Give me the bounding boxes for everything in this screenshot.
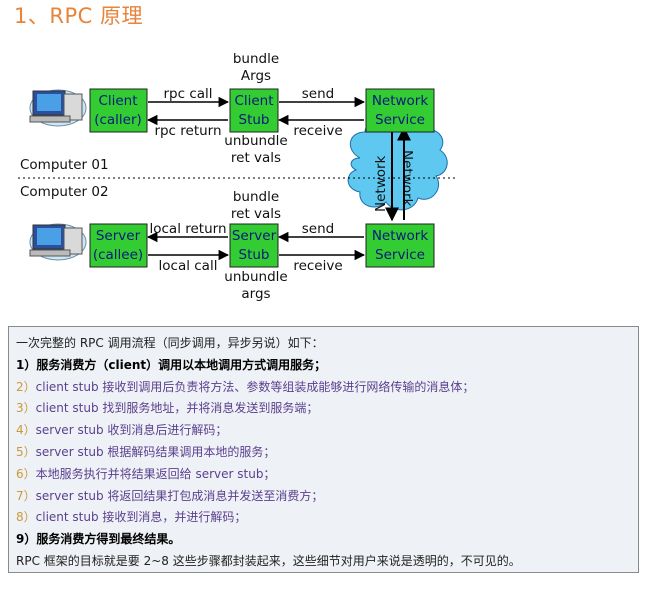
network-service-top-box bbox=[365, 88, 435, 133]
svg-text:Client: Client bbox=[98, 93, 137, 109]
svg-text:Network: Network bbox=[372, 93, 429, 109]
section-heading: 1、RPC 原理 bbox=[14, 4, 143, 28]
server-stub-box bbox=[229, 223, 279, 268]
label-bundle: bundle bbox=[233, 51, 279, 67]
svg-text:(callee): (callee) bbox=[93, 247, 143, 263]
label-unbundle-2: unbundle bbox=[224, 269, 287, 285]
client-box bbox=[89, 88, 148, 133]
cloud-label-left: Network bbox=[373, 155, 389, 212]
panel-summary: RPC 框架的目标就是要 2~8 这些步骤都封装起来，这些细节对用户来说是透明的… bbox=[16, 553, 521, 568]
rpc-diagram: Network Network Client (caller) Client S… bbox=[18, 51, 458, 302]
computer-icon bbox=[29, 89, 87, 127]
step-8: 8）client stub 接收到消息，并进行解码； bbox=[16, 510, 247, 525]
step-6: 6）本地服务执行并将结果返回给 server stub； bbox=[16, 466, 276, 481]
svg-text:Client: Client bbox=[234, 93, 273, 109]
computer-icon bbox=[29, 223, 87, 261]
step-5: 5）server stub 根据解码结果调用本地的服务； bbox=[16, 444, 276, 459]
svg-text:Service: Service bbox=[375, 247, 425, 263]
svg-text:Network: Network bbox=[372, 228, 429, 244]
label-local-return: local return bbox=[149, 221, 226, 237]
label-ret-vals-2: ret vals bbox=[231, 206, 281, 222]
rpc-steps-panel: 一次完整的 RPC 调用流程（同步调用，异步另说）如下： 1）服务消费方（cli… bbox=[8, 326, 639, 573]
label-rpc-call: rpc call bbox=[163, 86, 212, 102]
svg-text:Service: Service bbox=[375, 112, 425, 128]
step-9: 9）服务消费方得到最终结果。 bbox=[16, 532, 181, 547]
step-3: 3）client stub 找到服务地址，并将消息发送到服务端； bbox=[16, 401, 319, 416]
svg-text:Server: Server bbox=[232, 228, 277, 244]
label-receive-top: receive bbox=[293, 123, 342, 139]
label-args: Args bbox=[241, 68, 271, 84]
label-args-2: args bbox=[241, 286, 270, 302]
svg-text:Stub: Stub bbox=[239, 112, 270, 128]
step-7: 7）server stub 将返回结果打包成消息并发送至消费方； bbox=[16, 488, 324, 503]
label-computer-02: Computer 02 bbox=[20, 184, 109, 200]
network-service-bottom-box bbox=[365, 223, 435, 268]
label-ret-vals: ret vals bbox=[231, 150, 281, 166]
cloud-label-right: Network bbox=[399, 150, 415, 207]
label-send-top: send bbox=[302, 86, 334, 102]
step-4: 4）server stub 收到消息后进行解码； bbox=[16, 423, 228, 438]
step-1: 1）服务消费方（client）调用以本地调用方式调用服务； bbox=[16, 357, 327, 372]
label-receive-bottom: receive bbox=[293, 258, 342, 274]
server-box bbox=[89, 223, 148, 268]
svg-text:(caller): (caller) bbox=[94, 112, 142, 128]
label-unbundle: unbundle bbox=[224, 133, 287, 149]
svg-text:Stub: Stub bbox=[239, 247, 270, 263]
step-2: 2）client stub 接收到调用后负责将方法、参数等组装成能够进行网络传输… bbox=[16, 379, 475, 394]
label-computer-01: Computer 01 bbox=[20, 157, 109, 173]
panel-intro: 一次完整的 RPC 调用流程（同步调用，异步另说）如下： bbox=[16, 336, 324, 350]
svg-text:Server: Server bbox=[96, 228, 141, 244]
label-send-bottom: send bbox=[302, 221, 334, 237]
label-bundle-2: bundle bbox=[233, 189, 279, 205]
label-rpc-return: rpc return bbox=[154, 123, 221, 139]
label-local-call: local call bbox=[159, 258, 218, 274]
client-stub-box bbox=[229, 88, 279, 133]
